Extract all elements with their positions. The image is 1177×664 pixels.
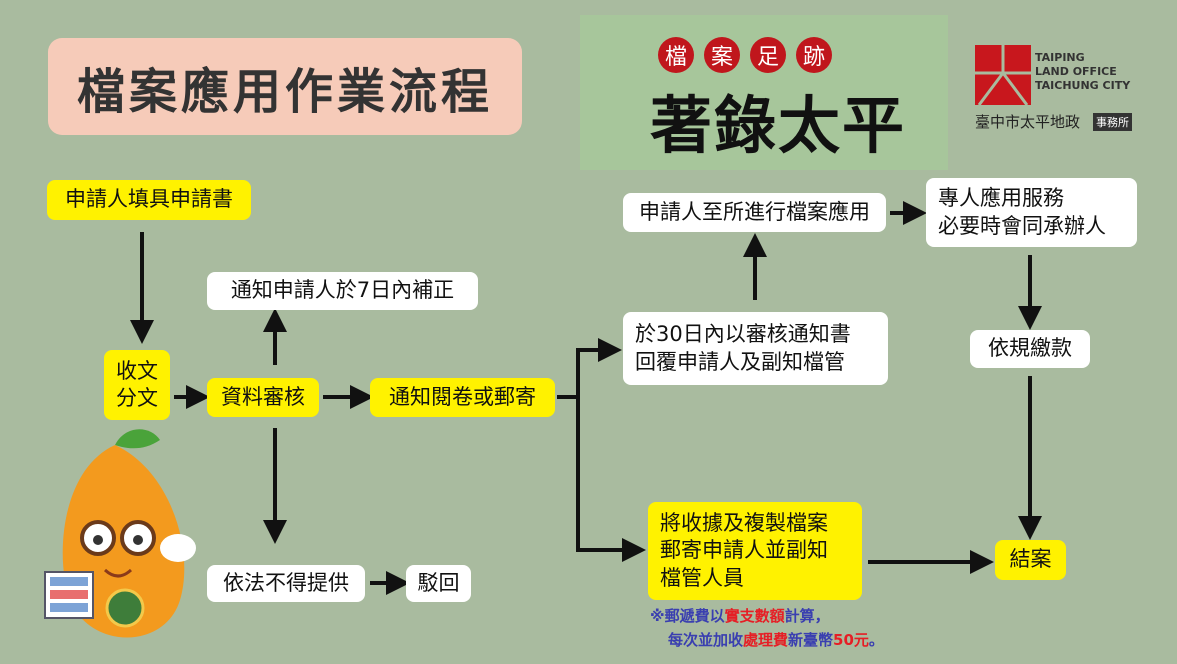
step-reject: 駁回	[406, 565, 471, 602]
seal-char: 足	[750, 37, 786, 73]
arrow-notify-mail	[576, 397, 646, 562]
calligraphy-title: 著錄太平	[650, 89, 907, 162]
step-receive: 收文 分文	[104, 350, 170, 420]
step-close: 結案	[995, 540, 1066, 580]
note-text: 。	[868, 631, 884, 649]
org-english-name: TAIPING LAND OFFICE TAICHUNG CITY	[1035, 51, 1131, 92]
step-mail: 將收據及複製檔案 郵寄申請人並副知 檔管人員	[648, 502, 862, 600]
org-chinese-name: 臺中市太平地政	[975, 113, 1081, 131]
note-highlight: 50元	[833, 631, 869, 649]
seal-char: 檔	[658, 37, 694, 73]
note-text: 計算，	[784, 607, 830, 625]
note-highlight: 處理費	[743, 631, 789, 649]
mascot-illustration	[44, 429, 196, 638]
step-notify: 通知閱卷或郵寄	[370, 378, 555, 417]
archive-logo-banner: 檔 案 足 跡 著錄太平	[580, 15, 948, 170]
org-tag: 事務所	[1093, 113, 1132, 131]
step-visit: 申請人至所進行檔案應用	[623, 193, 886, 232]
note-text: 每次並加收	[668, 631, 744, 649]
postage-note: ※郵遞費以實支數額計算， 每次並加收處理費新臺幣50元。	[650, 604, 884, 652]
arrow-notify-reply	[557, 338, 622, 399]
step-pay: 依規繳款	[970, 330, 1090, 368]
seal-char: 跡	[796, 37, 832, 73]
step-supplement: 通知申請人於7日內補正	[207, 272, 478, 310]
note-highlight: 實支數額	[724, 607, 785, 625]
step-reply-30days: 於30日內以審核通知書 回覆申請人及副知檔管	[623, 312, 888, 385]
org-logo: TAIPING LAND OFFICE TAICHUNG CITY 臺中市太平地…	[975, 45, 1145, 135]
note-text: 新臺幣	[788, 631, 834, 649]
seal-char: 案	[704, 37, 740, 73]
page-title: 檔案應用作業流程	[48, 38, 522, 135]
step-review: 資料審核	[207, 378, 319, 417]
note-text: ※郵遞費以	[650, 607, 725, 625]
land-office-logo-icon	[975, 45, 1031, 106]
step-apply: 申請人填具申請書	[47, 180, 251, 220]
step-service: 專人應用服務 必要時會同承辦人	[926, 178, 1137, 247]
step-deny-law: 依法不得提供	[207, 565, 365, 602]
